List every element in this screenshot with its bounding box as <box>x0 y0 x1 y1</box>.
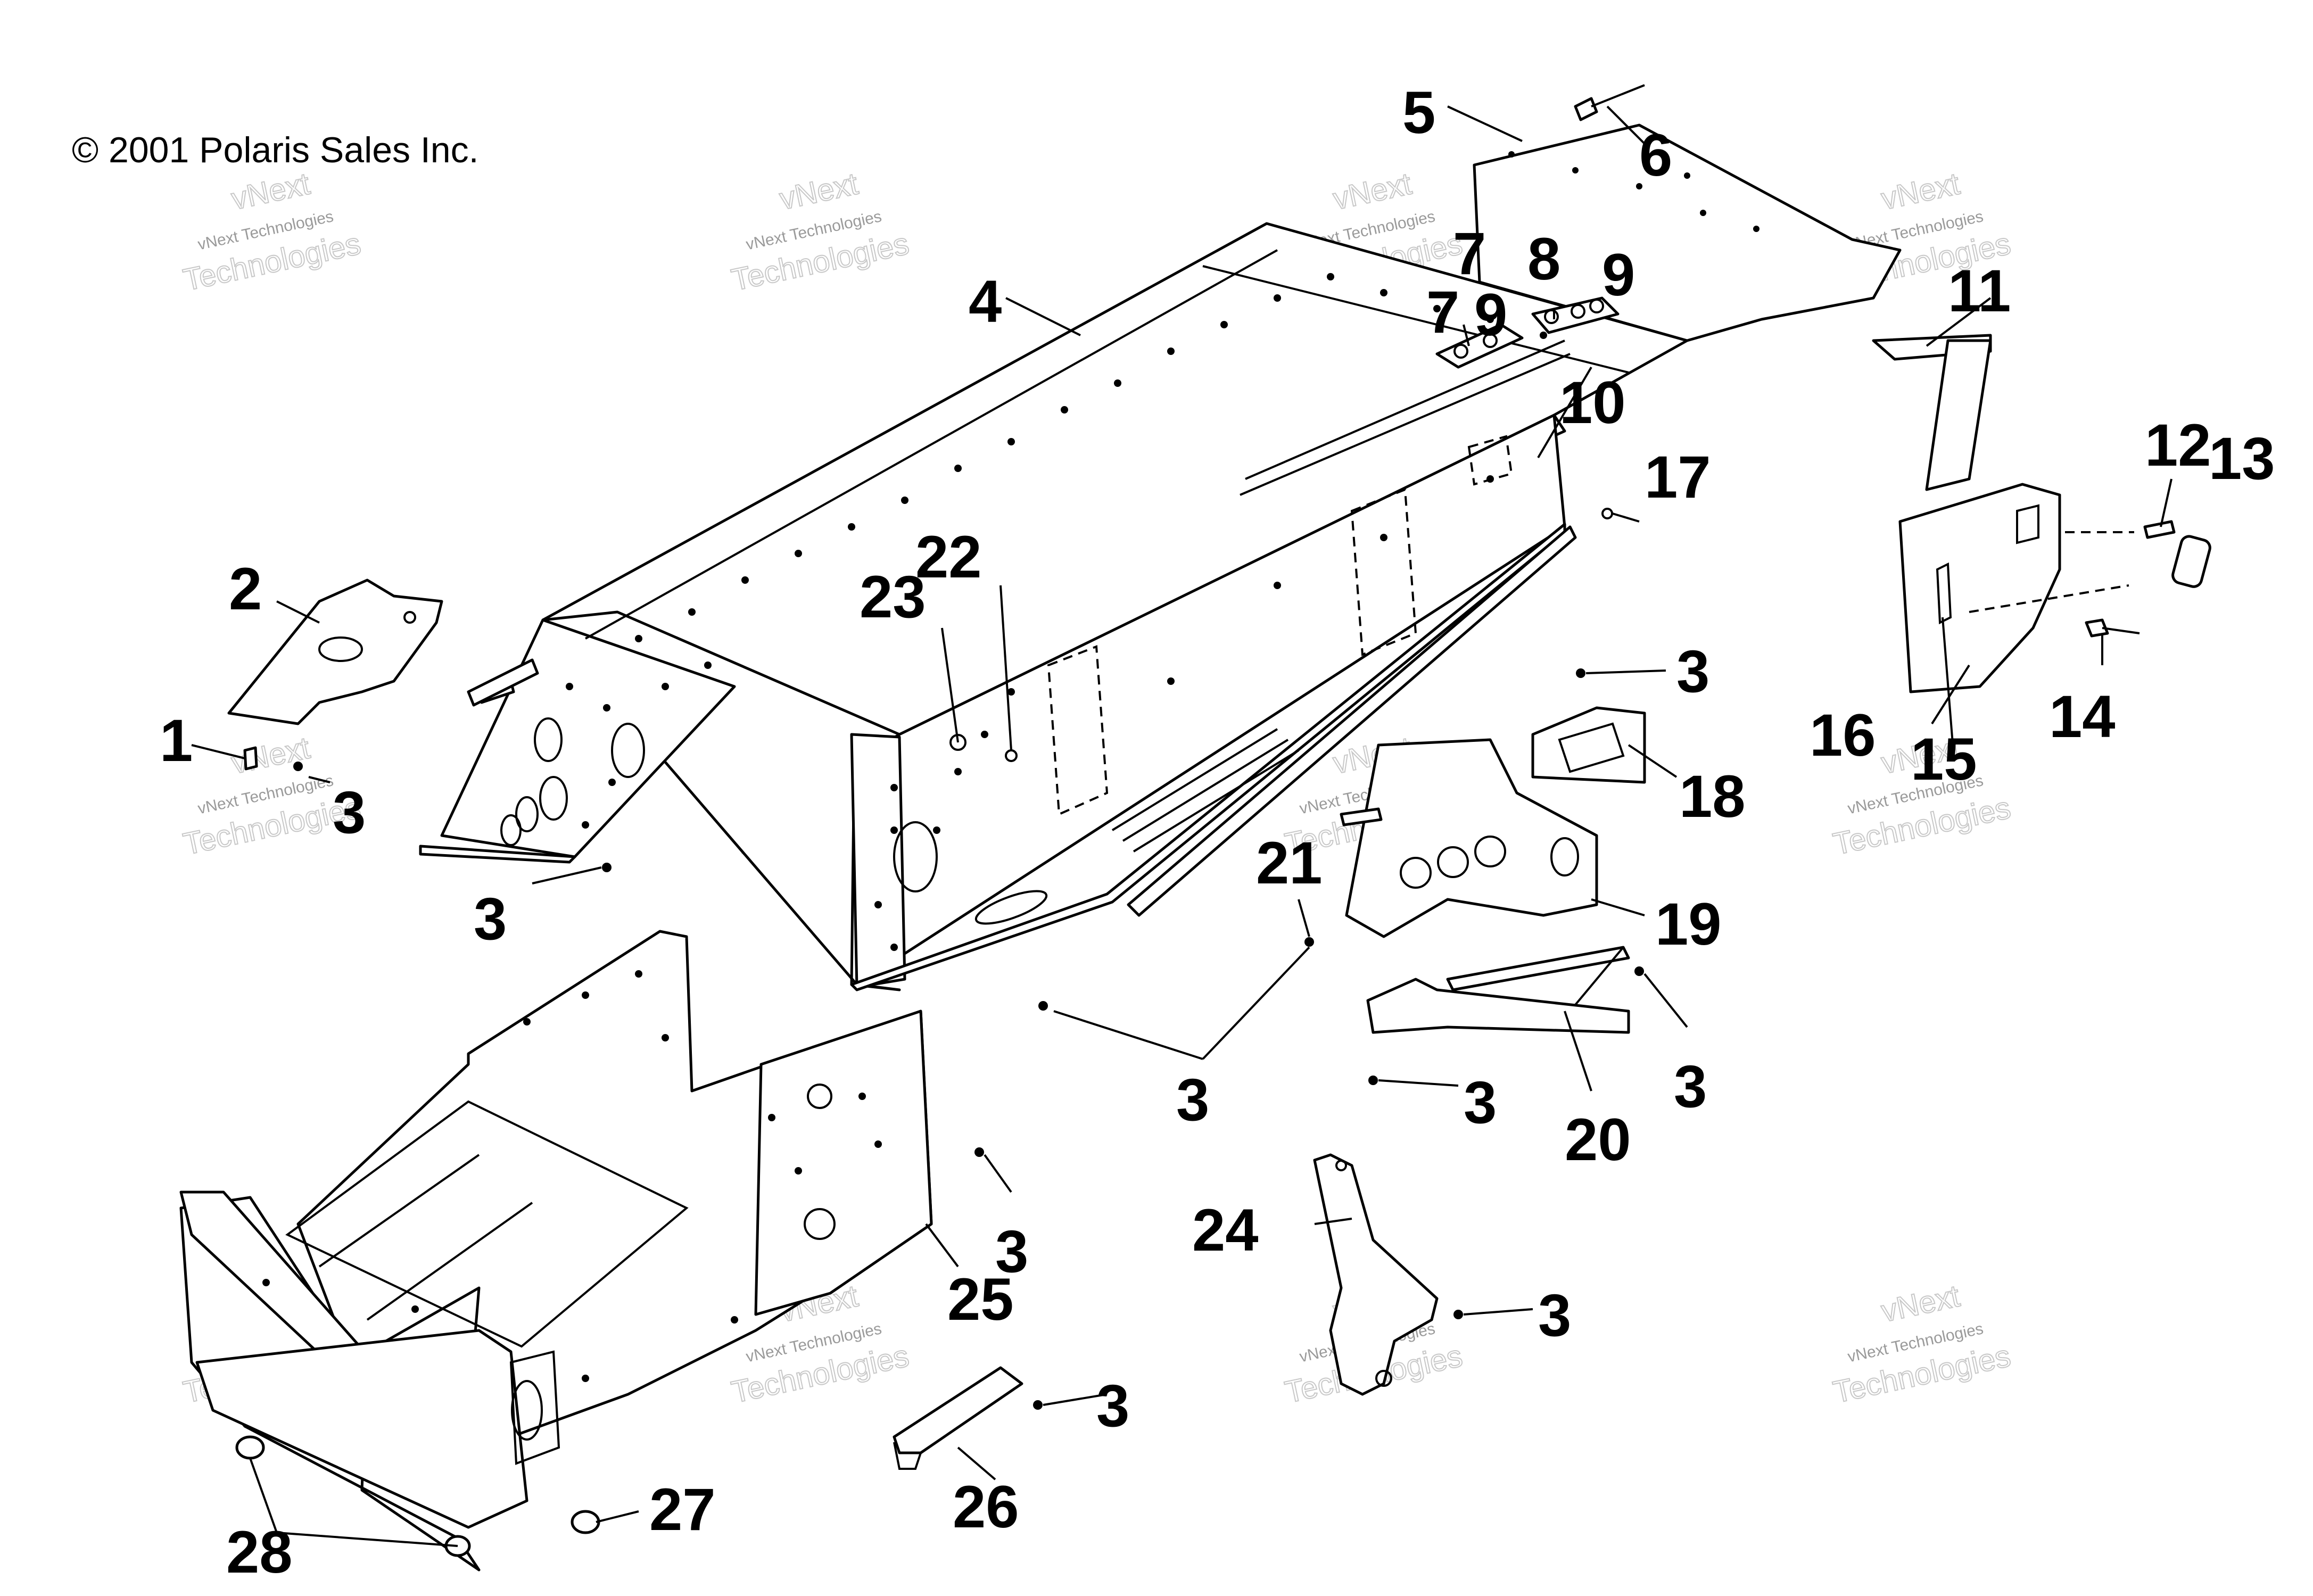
angle-bracket-part-26 <box>893 1366 1023 1470</box>
callout-26: 26 <box>953 1474 1019 1540</box>
callout-28: 28 <box>226 1519 293 1585</box>
lower-bracket <box>1366 978 1630 1034</box>
callout-7b: 7 <box>1453 220 1486 287</box>
callout-3-h: 3 <box>1538 1282 1571 1349</box>
watermark-line1: vNext <box>1878 167 1963 217</box>
callout-11: 11 <box>1948 258 2011 324</box>
callout-13: 13 <box>2209 425 2275 492</box>
callout-3-c: 3 <box>474 886 507 952</box>
watermark-line1: vNext <box>228 731 313 781</box>
callout-22: 22 <box>915 524 982 590</box>
block-part-18 <box>1531 706 1646 784</box>
callout-24: 24 <box>1192 1197 1259 1263</box>
callout-17: 17 <box>1645 444 1711 510</box>
callout-3-b: 3 <box>1676 638 1709 705</box>
watermark-1: vNext vNext Technologies Technologies <box>180 166 365 299</box>
callout-9b: 9 <box>1602 242 1635 308</box>
tunnel-part-4 <box>419 222 1689 991</box>
callout-25: 25 <box>947 1266 1014 1333</box>
callout-3: 3 <box>333 779 366 846</box>
callout-6: 6 <box>1639 122 1672 188</box>
bracket-part-2 <box>227 578 443 725</box>
cap-part-13 <box>2171 535 2211 588</box>
bolt-part-12 <box>2143 520 2176 539</box>
leader-lines <box>191 105 2172 1547</box>
callout-7: 7 <box>1426 279 1459 345</box>
fastener-plates-7-8-9 <box>1435 296 1620 369</box>
bulkhead-part-25 <box>179 930 933 1572</box>
watermark-line1: vNext <box>776 167 861 217</box>
copyright-text: © 2001 Polaris Sales Inc. <box>72 130 479 170</box>
cover-part-19 <box>1345 738 1598 938</box>
rod-part-20 <box>1446 946 1630 1012</box>
callout-16: 16 <box>1810 702 1876 768</box>
callout-12: 12 <box>2145 412 2211 478</box>
callout-20: 20 <box>1565 1106 1631 1173</box>
fasteners-21-22-23 <box>949 734 1383 826</box>
bolt-part-6 <box>1574 84 1645 121</box>
callout-3-d: 3 <box>1176 1066 1209 1133</box>
callout-2: 2 <box>229 556 262 622</box>
snowflap-part-16 <box>1898 483 2134 693</box>
callout-8: 8 <box>1527 226 1560 292</box>
callout-14: 14 <box>2049 683 2116 750</box>
callout-5: 5 <box>1402 79 1435 146</box>
rear-flap-part-5 <box>1473 123 1902 342</box>
callout-23: 23 <box>860 564 926 630</box>
callout-21: 21 <box>1256 830 1323 896</box>
callout-3-f: 3 <box>1674 1053 1707 1120</box>
fastener-markers-3 <box>293 668 1644 1410</box>
watermark-line1: vNext <box>1330 167 1415 217</box>
callout-3-e: 3 <box>1464 1069 1497 1136</box>
bumper-part-11 <box>1872 334 1992 491</box>
callout-15: 15 <box>1911 726 1977 792</box>
bracket-part-24 <box>1313 1153 1439 1396</box>
rivet-holes <box>566 273 1547 951</box>
callout-19: 19 <box>1655 891 1722 957</box>
callout-9: 9 <box>1474 282 1507 348</box>
callout-4: 4 <box>969 268 1002 335</box>
watermark-line1: vNext <box>228 167 313 217</box>
grommet-part-27 <box>571 1510 600 1534</box>
fastener-1 <box>243 746 258 771</box>
callout-numbers: 1 2 3 4 5 6 7 7 8 9 9 10 11 12 13 14 15 … <box>160 79 2275 1585</box>
callout-18: 18 <box>1679 763 1746 830</box>
callout-10: 10 <box>1559 369 1626 436</box>
watermark-12: vNext vNext Technologies Technologies <box>1830 1278 2014 1411</box>
watermark-2: vNext vNext Technologies Technologies <box>728 166 913 299</box>
callout-27: 27 <box>649 1476 716 1543</box>
fastener-part-17 <box>1601 508 1613 519</box>
callout-3-i: 3 <box>1096 1372 1129 1439</box>
callout-3-g: 3 <box>995 1218 1028 1285</box>
watermark-line1: vNext <box>1878 1279 1963 1329</box>
screw-part-14 <box>2085 618 2140 638</box>
callout-1: 1 <box>160 707 193 774</box>
